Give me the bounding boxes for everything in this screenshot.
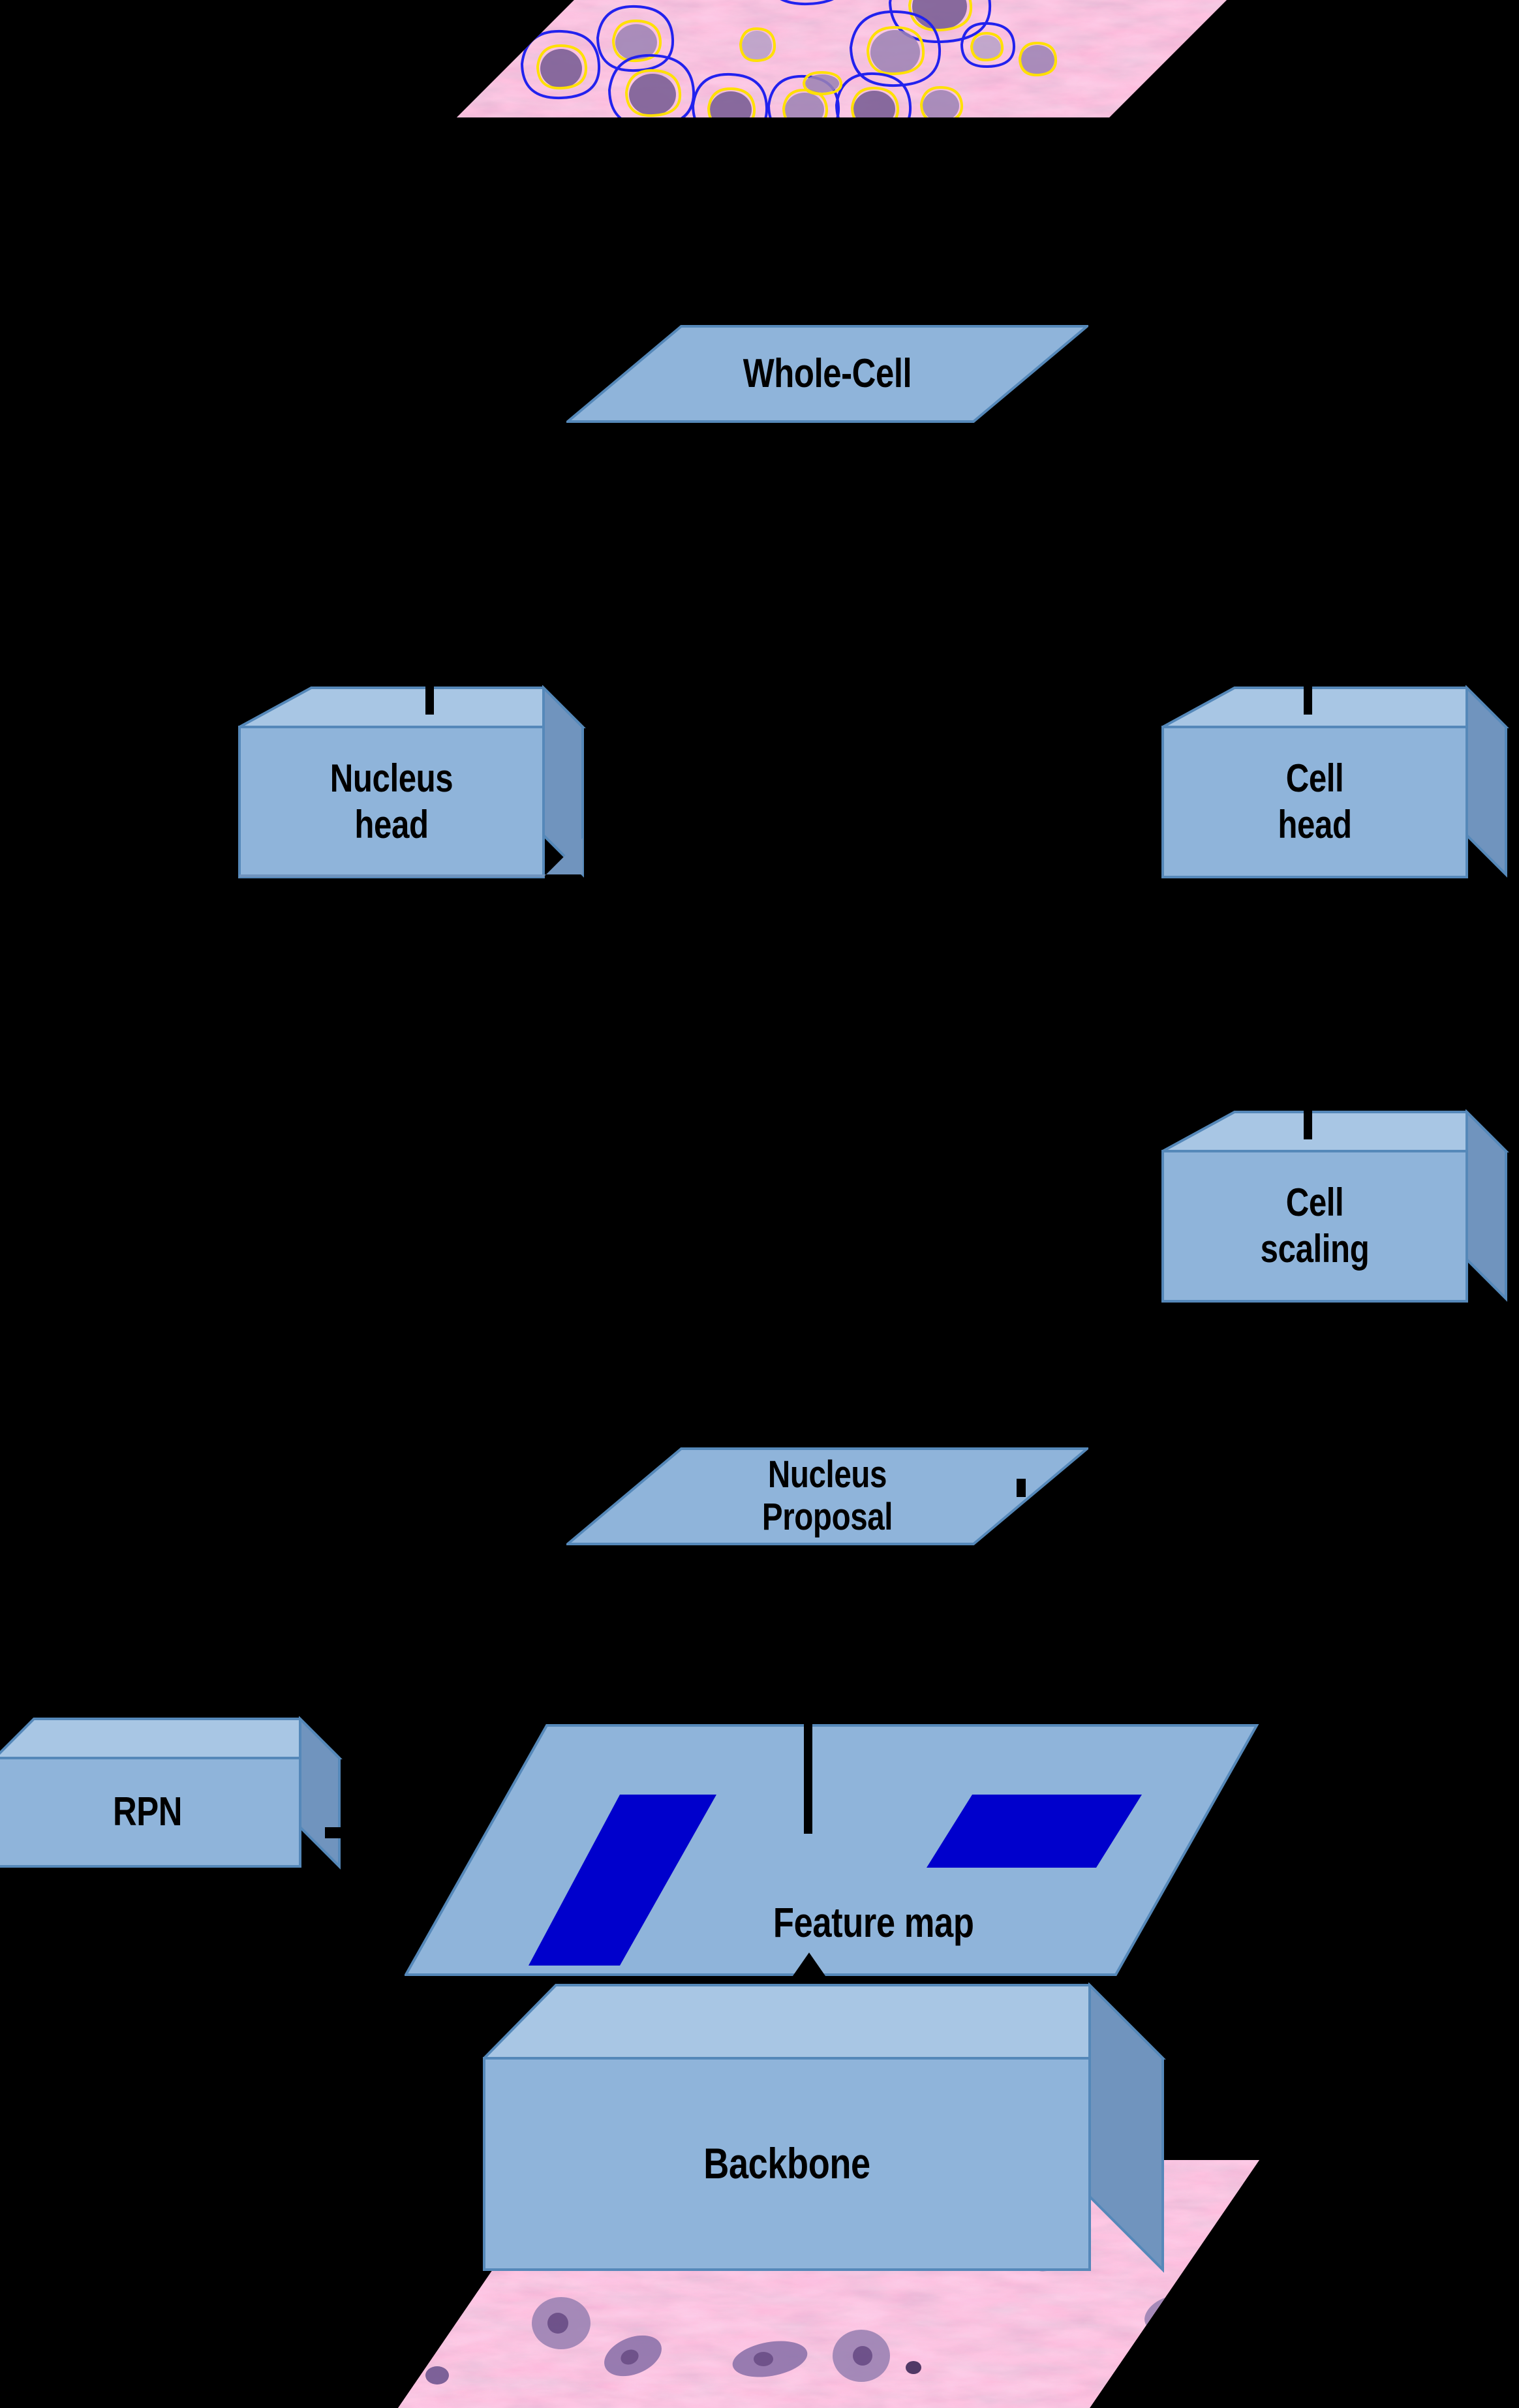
connector-cell-head-top <box>1304 656 1312 715</box>
feature-map[interactable]: Feature map <box>405 1693 1259 1977</box>
cell-head[interactable]: Cell head <box>1161 656 1511 920</box>
connector-nucleus-head-top <box>425 656 434 715</box>
feature-map-label: Feature map <box>773 1899 974 1947</box>
nucleus-head[interactable]: Nucleus head <box>238 656 587 920</box>
connector-nucleus-proposal-left <box>560 1483 574 1492</box>
cell-head-label: Cell head <box>1278 756 1352 846</box>
nucleus-proposal[interactable]: Nucleus Proposal <box>560 1447 1088 1545</box>
edge-backbone-arrowhead <box>788 1953 830 1983</box>
roi-narrow-left <box>529 1795 716 1966</box>
whole-cell[interactable]: Whole-Cell <box>566 325 1088 423</box>
backbone-label: Backbone <box>703 2139 870 2188</box>
rpn-label: RPN <box>112 1789 183 1835</box>
connector-nucleus-proposal-right <box>1017 1479 1026 1497</box>
connector-cell-scaling-top <box>1304 1082 1312 1139</box>
annotated-histology-output <box>457 0 1305 117</box>
connector-feature-map-top <box>804 1693 812 1834</box>
cell-scaling-label: Cell scaling <box>1260 1181 1370 1271</box>
edge-rpn-to-feature-map <box>325 1827 385 1838</box>
backbone[interactable]: Backbone <box>483 1983 1201 2309</box>
cell-scaling[interactable]: Cell scaling <box>1161 1082 1511 1344</box>
roi-wide-right <box>927 1795 1142 1868</box>
rpn[interactable]: RPN <box>0 1716 372 1906</box>
nucleus-proposal-label: Nucleus Proposal <box>761 1453 893 1538</box>
nucleus-head-label: Nucleus head <box>330 756 453 846</box>
whole-cell-label: Whole-Cell <box>743 351 912 397</box>
